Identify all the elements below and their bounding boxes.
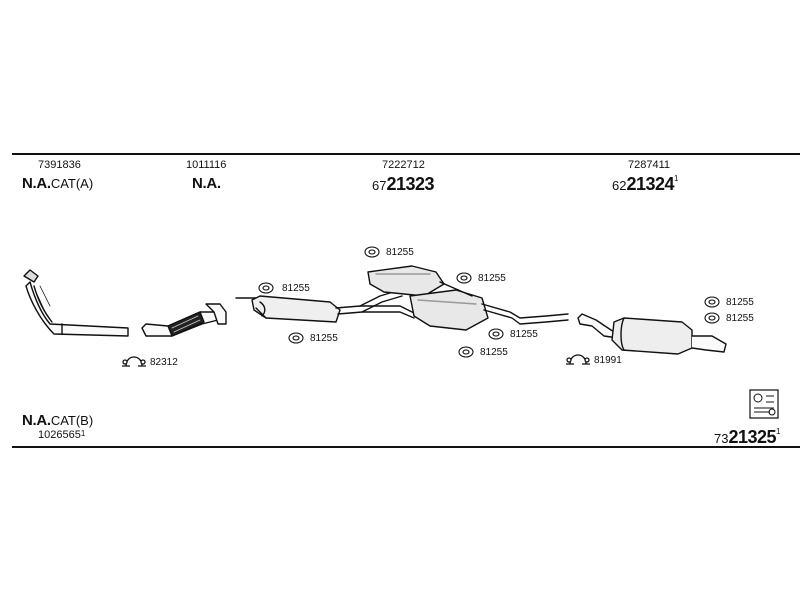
catalyst-b-id: 1026565 [38, 429, 81, 441]
middle-silencer-article-number: 7222712 [382, 159, 425, 171]
gasket-label-b: 81255 [310, 333, 338, 344]
rear-silencer-code: 62213241 [612, 175, 678, 194]
gasket-icon [456, 272, 472, 284]
catalyst-a-article-number: 7391836 [38, 159, 81, 171]
catalyst-downpipe [23, 269, 129, 337]
gasket-icon [488, 328, 504, 340]
rear-silencer-code-sup: 1 [674, 174, 679, 183]
flex-pipe [141, 303, 227, 337]
mounting-kit-icon [749, 389, 779, 419]
gasket-icon [458, 346, 474, 358]
gasket-label-c: 81255 [386, 247, 414, 258]
gasket-symbols [258, 246, 720, 358]
gasket-icon [364, 246, 380, 258]
catalyst-b-na: N.A. [22, 412, 51, 429]
rear-silencer-code-main: 21324 [626, 174, 675, 194]
catalyst-a-suffix: CAT(A) [50, 176, 94, 191]
gasket-label-f: 81255 [480, 347, 508, 358]
catalyst-a-label: N.A.CAT(A) [22, 176, 93, 192]
catalyst-a-na: N.A. [22, 175, 51, 192]
middle-silencer-code-main: 21323 [386, 174, 435, 194]
gasket-icon [288, 332, 304, 344]
middle-silencer-twin-boxes [367, 265, 569, 331]
rear-silencer-code-prefix: 62 [612, 178, 627, 193]
gasket-label-e: 81255 [510, 329, 538, 340]
front-pipe-article-number: 1011116 [186, 159, 227, 171]
kit-code: 73213251 [714, 428, 780, 447]
clamp-icon [566, 354, 590, 365]
bottom-divider-line [12, 446, 800, 448]
gasket-label-d: 81255 [478, 273, 506, 284]
clamp-icon [122, 356, 146, 367]
clamp-symbols [122, 354, 590, 367]
front-pipe-na: N.A. [192, 175, 221, 192]
catalyst-b-sup: 1 [80, 429, 86, 438]
gasket-icon [704, 296, 720, 308]
gasket-icon [258, 282, 274, 294]
catalyst-b-suffix: CAT(B) [50, 413, 94, 428]
gasket-icon [704, 312, 720, 324]
clamp-label-left: 82312 [150, 357, 178, 368]
kit-code-prefix: 73 [714, 431, 729, 446]
kit-code-main: 21325 [728, 427, 777, 447]
middle-silencer-front [235, 289, 417, 323]
middle-silencer-code-prefix: 67 [372, 178, 387, 193]
top-divider-line [12, 153, 800, 155]
clamp-label-right: 81991 [594, 355, 622, 366]
catalyst-b-article-number: 10265651 [38, 430, 85, 441]
gasket-label-h: 81255 [726, 313, 754, 324]
gasket-label-a: 81255 [282, 283, 310, 294]
rear-silencer-article-number: 7287411 [628, 159, 671, 171]
gasket-label-g: 81255 [726, 297, 754, 308]
catalyst-b-label: N.A.CAT(B) [22, 413, 93, 429]
middle-silencer-code: 6721323 [372, 174, 435, 194]
rear-silencer [577, 313, 727, 355]
kit-code-sup: 1 [776, 427, 781, 436]
